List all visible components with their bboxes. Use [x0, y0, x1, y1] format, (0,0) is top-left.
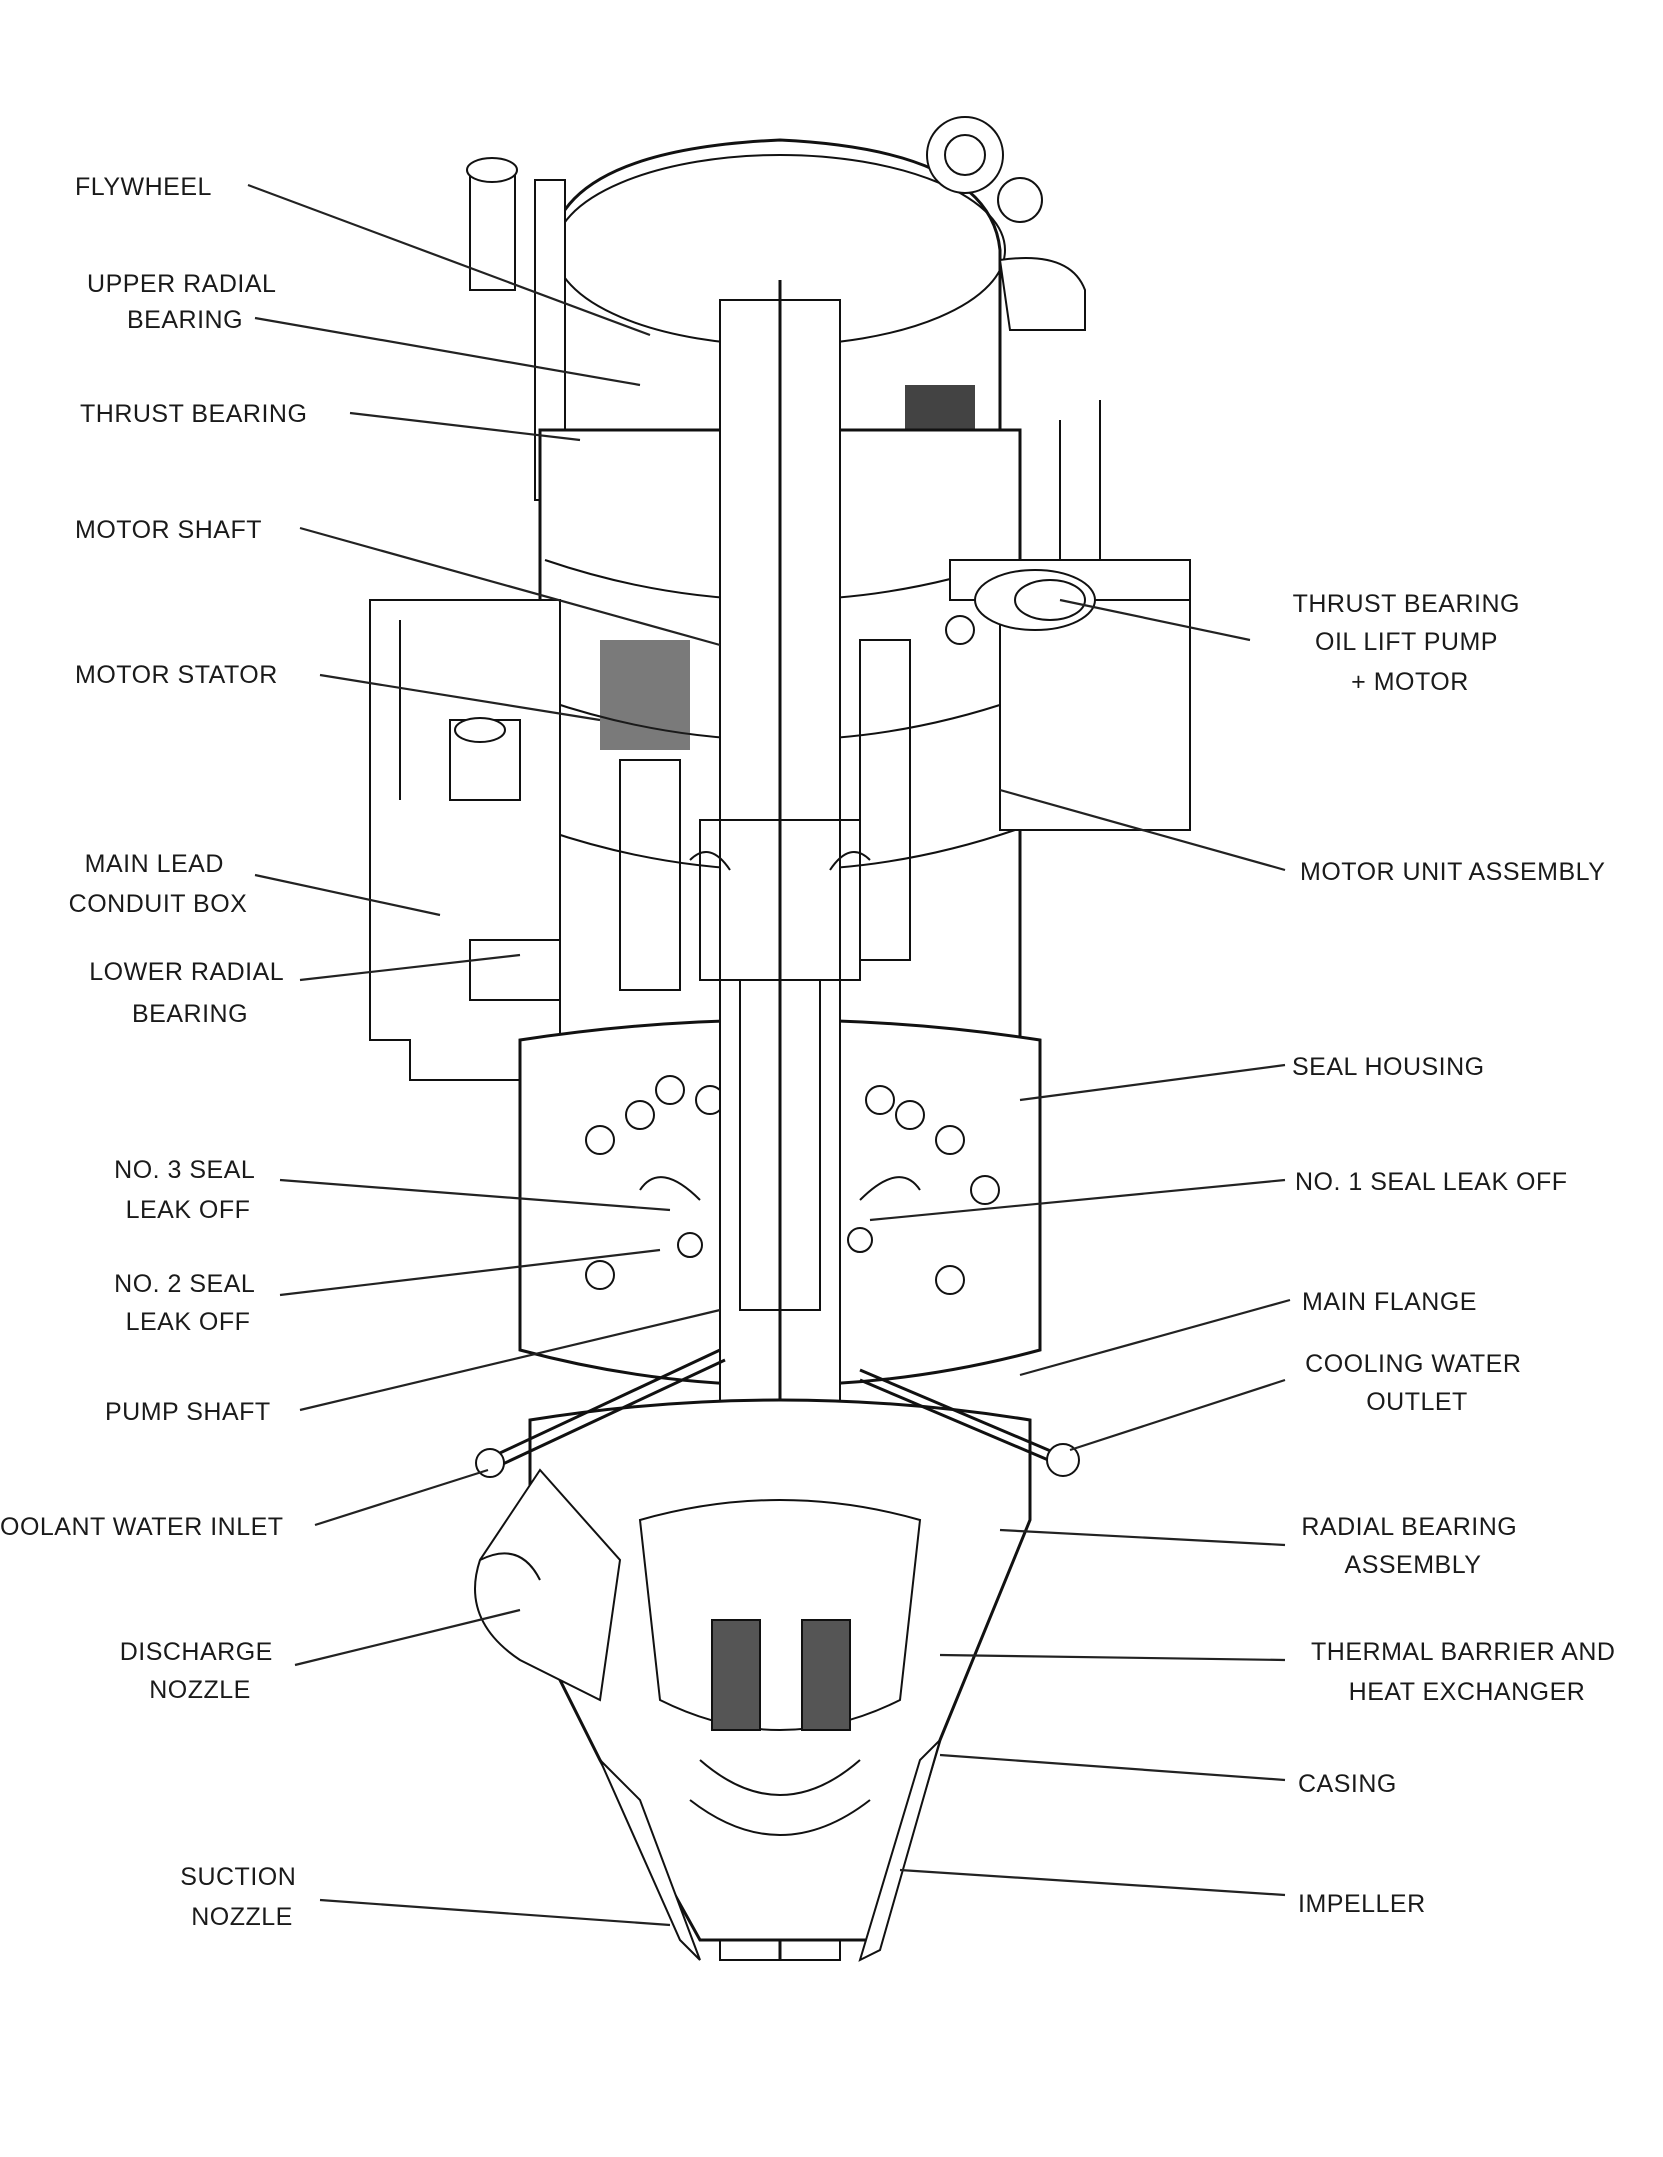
pump-casing — [528, 1398, 1032, 1942]
label-motor-stator: MOTOR STATOR — [75, 661, 278, 689]
leader-cooling-water-outlet — [1069, 1378, 1286, 1452]
label-radial-bearing-assembly: RADIAL BEARING ASSEMBLY — [1301, 1513, 1524, 1579]
label-motor-shaft: MOTOR SHAFT — [75, 516, 262, 544]
leader-main-flange — [1019, 1298, 1291, 1377]
label-impeller: IMPELLER — [1298, 1890, 1426, 1918]
label-coolant-water-inlet: OOLANT WATER INLET — [0, 1513, 284, 1541]
label-thrust-bearing-oil-lift-pump: THRUST BEARING OIL LIFT PUMP + MOTOR — [1293, 590, 1528, 696]
leader-discharge-nozzle — [294, 1608, 521, 1667]
leader-thrust-bearing-oil-lift — [1059, 598, 1251, 642]
label-main-flange: MAIN FLANGE — [1302, 1288, 1477, 1316]
label-no1-seal-leak-off: NO. 1 SEAL LEAK OFF — [1295, 1168, 1568, 1196]
leader-main-lead-conduit-box — [254, 873, 441, 917]
label-seal-housing: SEAL HOUSING — [1292, 1053, 1485, 1081]
discharge-nozzle-shape — [474, 1468, 622, 1702]
leader-thermal-barrier — [939, 1653, 1286, 1662]
leader-motor-stator — [319, 673, 601, 722]
support-frame-left — [369, 599, 561, 1081]
leader-motor-unit-assembly — [999, 788, 1286, 872]
leader-flywheel — [247, 183, 651, 337]
callout-labels: FLYWHEEL UPPER RADIAL BEARING THRUST BEA… — [0, 173, 1623, 1931]
label-no2-seal-leak-off: NO. 2 SEAL LEAK OFF — [114, 1270, 262, 1336]
leader-impeller — [899, 1868, 1286, 1897]
label-thermal-barrier-heat-exchanger: THERMAL BARRIER AND HEAT EXCHANGER — [1311, 1638, 1623, 1706]
leader-casing — [939, 1753, 1286, 1782]
leader-no3-seal — [279, 1178, 671, 1212]
label-pump-shaft: PUMP SHAFT — [105, 1398, 271, 1426]
cooling-pipes — [475, 1348, 1080, 1478]
leader-suction-nozzle — [319, 1898, 671, 1927]
leader-coolant-water-inlet — [314, 1468, 489, 1527]
support-frame-right — [945, 400, 1191, 831]
leader-radial-bearing-assembly — [999, 1528, 1286, 1547]
label-thrust-bearing: THRUST BEARING — [80, 400, 307, 428]
leader-thrust-bearing — [349, 411, 581, 442]
label-motor-unit-assembly: MOTOR UNIT ASSEMBLY — [1300, 858, 1605, 886]
leader-no1-seal — [869, 1178, 1286, 1222]
label-casing: CASING — [1298, 1770, 1397, 1798]
leader-seal-housing — [1019, 1063, 1286, 1102]
leader-no2-seal — [279, 1248, 661, 1297]
leader-lower-radial-bearing — [299, 953, 521, 982]
flange-bolts — [585, 1075, 1000, 1295]
pump-drawing — [369, 116, 1191, 1962]
suction-nozzle-shape — [599, 1736, 943, 1962]
label-flywheel: FLYWHEEL — [75, 173, 212, 201]
label-no3-seal-leak-off: NO. 3 SEAL LEAK OFF — [114, 1156, 262, 1224]
label-discharge-nozzle: DISCHARGE NOZZLE — [120, 1638, 281, 1704]
label-lower-radial-bearing: LOWER RADIAL BEARING — [89, 958, 290, 1028]
leader-upper-radial-bearing — [254, 316, 641, 387]
label-upper-radial-bearing: UPPER RADIAL BEARING — [87, 270, 283, 334]
label-suction-nozzle: SUCTION NOZZLE — [180, 1863, 303, 1931]
label-main-lead-conduit-box: MAIN LEAD CONDUIT BOX — [69, 850, 248, 918]
leader-pump-shaft — [299, 1308, 721, 1412]
leader-lines — [247, 183, 1291, 1927]
label-cooling-water-outlet: COOLING WATER OUTLET — [1305, 1350, 1529, 1416]
leader-motor-shaft — [299, 526, 721, 647]
